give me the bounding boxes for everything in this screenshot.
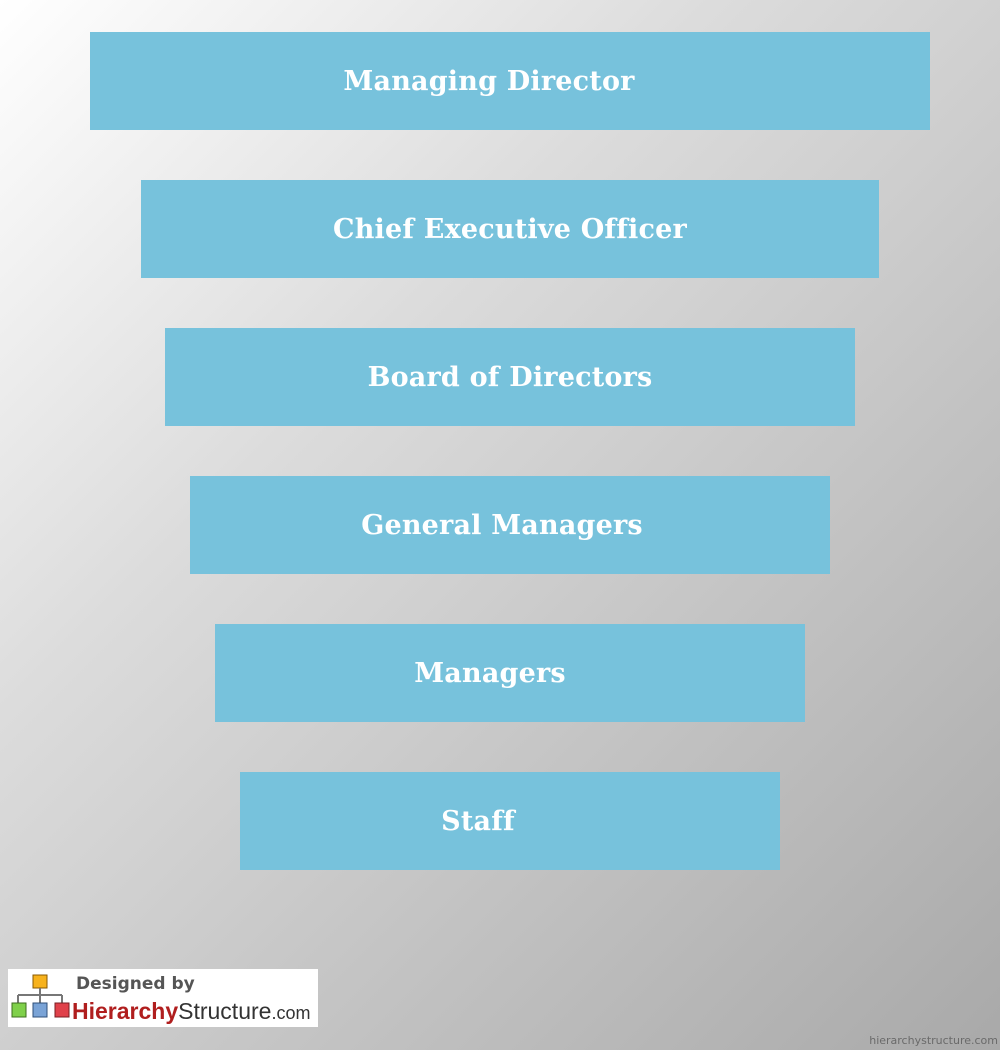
- brand-part-com: .com: [271, 1003, 311, 1023]
- level-box-staff: Staff: [240, 772, 780, 870]
- level-label: Managers: [414, 657, 566, 689]
- level-box-board-of-directors: Board of Directors: [165, 328, 855, 426]
- designed-by-text: Designed by: [76, 974, 195, 994]
- level-label: Board of Directors: [367, 361, 653, 393]
- level-label: Chief Executive Officer: [333, 213, 687, 245]
- level-box-managing-director: Managing Director: [90, 32, 930, 130]
- brand-part-structure: Structure: [178, 998, 272, 1024]
- footer-url[interactable]: hierarchystructure.com: [869, 1034, 998, 1047]
- level-label: General Managers: [361, 509, 643, 541]
- level-box-general-managers: General Managers: [190, 476, 830, 574]
- level-box-managers: Managers: [215, 624, 805, 722]
- brand-part-hierarchy: Hierarchy: [72, 998, 179, 1024]
- brand-wordmark: HierarchyStructure.com: [72, 998, 310, 1025]
- designed-by-badge[interactable]: Designed by HierarchyStructure.com: [8, 969, 318, 1027]
- level-box-chief-executive-officer: Chief Executive Officer: [141, 180, 879, 278]
- level-label: Staff: [441, 805, 515, 837]
- level-label: Managing Director: [343, 65, 635, 97]
- org-chart-icon: [11, 974, 70, 1018]
